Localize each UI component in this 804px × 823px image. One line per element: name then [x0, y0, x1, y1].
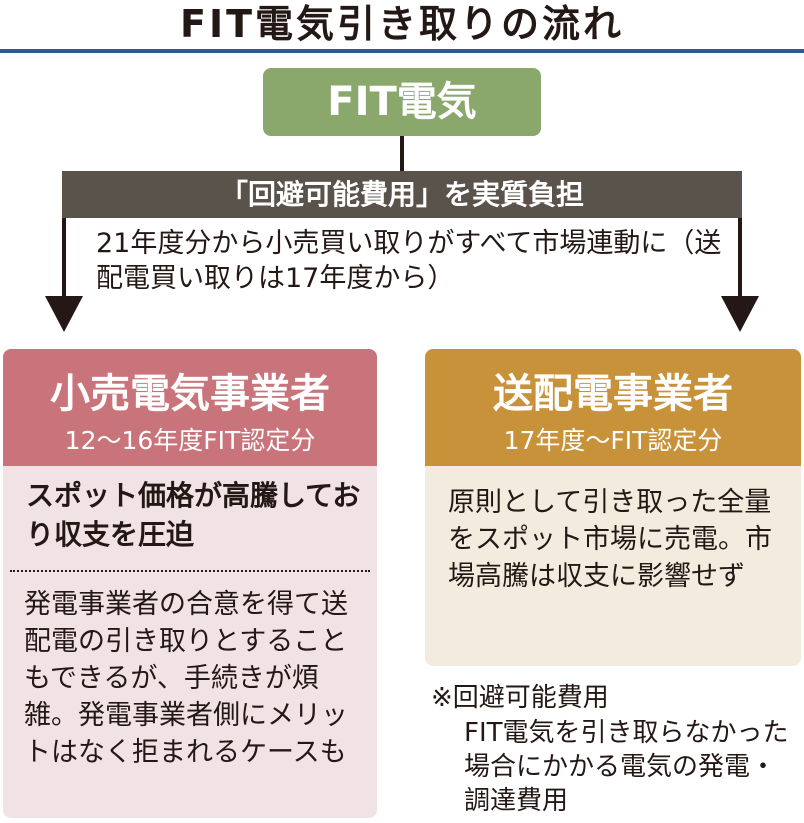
transmission-card-detail: 原則として引き取った全量をスポット市場に売電。市場高騰は収支に影響せず: [448, 487, 772, 592]
retail-card-body: [3, 466, 377, 818]
avoidable-cost-burden-bar: 「回避可能費用」を実質負担: [62, 171, 742, 218]
retail-card-header: 小売電気事業者 12〜16年度FIT認定分: [3, 349, 377, 466]
transmission-card-body: [425, 466, 801, 666]
fit-electricity-box: FIT電気: [263, 68, 541, 136]
retail-card-title: 小売電気事業者: [50, 371, 330, 417]
footnote-term: ※回避可能費用: [431, 683, 609, 713]
retail-card-detail: 発電事業者の合意を得て送配電の引き取りとすることもできるが、手続きが煩雑。発電事…: [24, 589, 348, 768]
retail-card-problem: スポット価格が高騰しており収支を圧迫: [26, 479, 361, 551]
transmission-card-subtitle: 17年度〜FIT認定分: [503, 426, 723, 455]
page-title: FIT電気引き取りの流れ: [179, 2, 625, 46]
title-underline: [0, 49, 804, 53]
transmission-card-title: 送配電事業者: [493, 371, 733, 417]
connector-right: [738, 218, 742, 298]
arrow-down-right: [721, 296, 759, 332]
footnote-definition: FIT電気を引き取らなかった場合にかかる電気の発電・調達費用: [464, 718, 789, 816]
market-linked-note: 21年度分から小売買い取りがすべて市場連動に（送配電買い取りは17年度から）: [96, 228, 722, 294]
retail-card-subtitle: 12〜16年度FIT認定分: [64, 426, 316, 455]
dotted-divider: [10, 570, 370, 572]
connector-stem: [400, 136, 404, 171]
connector-left: [62, 218, 66, 298]
transmission-card-header: 送配電事業者 17年度〜FIT認定分: [425, 349, 801, 466]
arrow-down-left: [45, 296, 83, 332]
